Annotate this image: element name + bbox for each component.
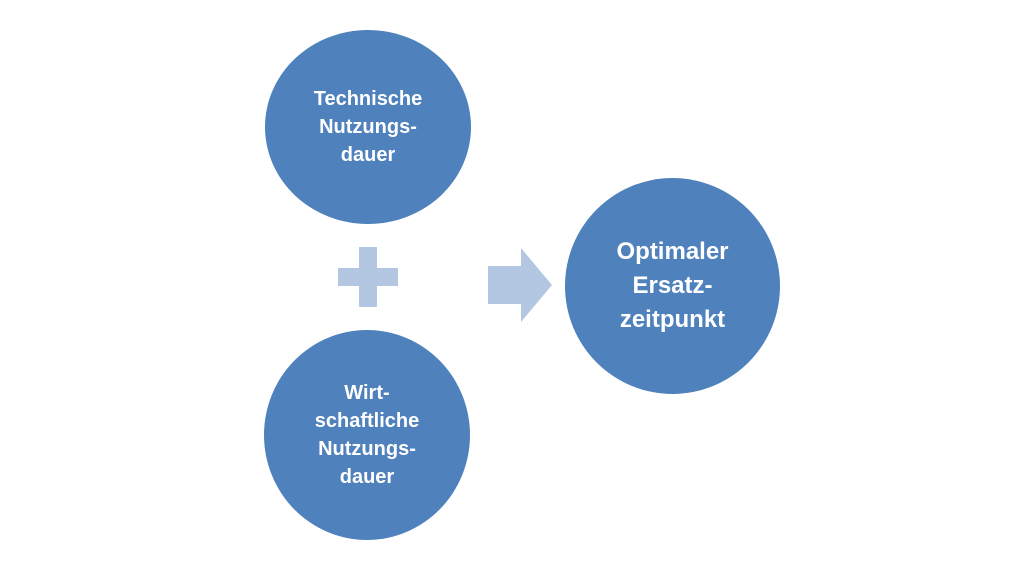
plus-shape <box>338 247 398 307</box>
node-optimal-replacement-time: Optimaler Ersatz- zeitpunkt <box>565 178 780 394</box>
node-optimal-replacement-time-label: Optimaler Ersatz- zeitpunkt <box>616 238 729 333</box>
node-technical-useful-life: Technische Nutzungs- dauer <box>265 30 471 224</box>
node-technical-useful-life-label: Technische Nutzungs- dauer <box>313 88 423 166</box>
node-economic-useful-life-label: Wirt- schaftliche Nutzungs- dauer <box>314 382 420 488</box>
node-economic-useful-life: Wirt- schaftliche Nutzungs- dauer <box>264 330 470 540</box>
arrow-shape <box>488 248 552 322</box>
plus-icon <box>338 247 398 307</box>
arrow-right-icon <box>488 248 552 322</box>
